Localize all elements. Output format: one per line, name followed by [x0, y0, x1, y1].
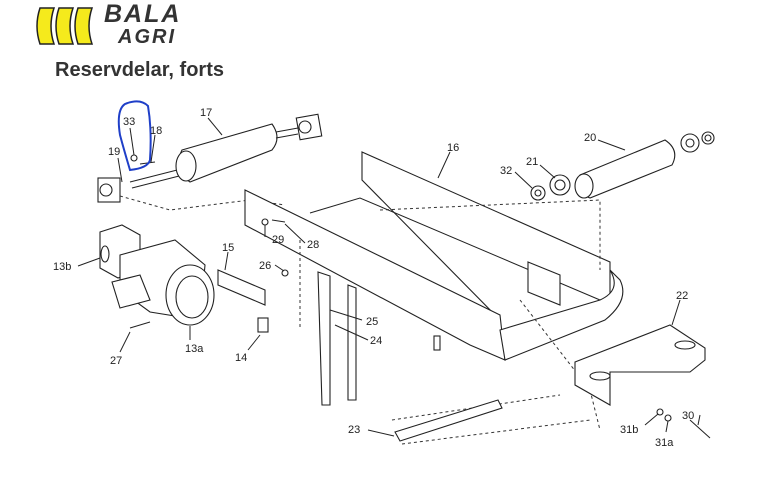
label-19: 19 — [108, 146, 120, 158]
conveyor-frame-16 — [244, 151, 624, 361]
label-17: 17 — [200, 107, 212, 119]
label-26: 26 — [259, 260, 271, 272]
label-16: 16 — [447, 142, 459, 154]
part-33 — [130, 154, 138, 162]
label-27: 27 — [110, 355, 122, 367]
label-13b: 13b — [53, 261, 71, 273]
brand-subname: AGRI — [118, 26, 176, 48]
bracket-22 — [574, 324, 706, 406]
label-28: 28 — [307, 239, 319, 251]
support-legs-24-25 — [317, 271, 357, 406]
label-30: 30 — [682, 410, 694, 422]
gear-motor-13 — [99, 224, 215, 326]
highlight-marker — [117, 100, 152, 172]
label-13a: 13a — [185, 343, 204, 355]
label-31b: 31b — [620, 424, 638, 436]
leader-lines — [77, 117, 701, 437]
label-33: 33 — [123, 116, 135, 128]
label-22: 22 — [676, 290, 688, 302]
label-25: 25 — [366, 316, 378, 328]
label-31a: 31a — [655, 437, 674, 449]
label-23: 23 — [348, 424, 360, 436]
brand-name: BALA — [104, 0, 182, 28]
label-14: 14 — [235, 352, 247, 364]
label-18: 18 — [150, 125, 162, 137]
bala-agri-logo — [36, 7, 94, 45]
label-24: 24 — [370, 335, 382, 347]
roller-20 — [530, 131, 715, 201]
label-29: 29 — [272, 234, 284, 246]
shaft-23 — [394, 399, 503, 442]
label-20: 20 — [584, 132, 596, 144]
label-15: 15 — [222, 242, 234, 254]
label-21: 21 — [526, 156, 538, 168]
part-14 — [257, 317, 269, 333]
bracket-15 — [217, 269, 266, 306]
roller-17 — [129, 123, 299, 189]
page-title: Reservdelar, forts — [55, 59, 224, 81]
label-32: 32 — [500, 165, 512, 177]
